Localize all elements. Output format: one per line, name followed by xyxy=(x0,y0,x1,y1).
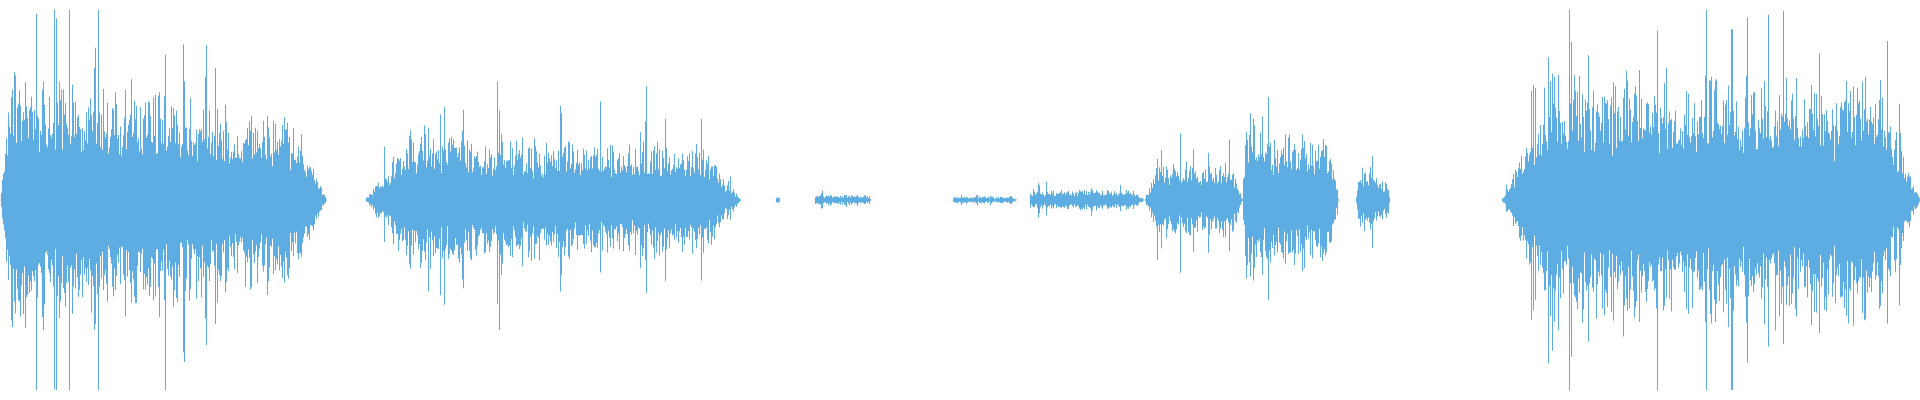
waveform-peaks xyxy=(0,10,1920,390)
waveform-core xyxy=(0,141,1920,259)
